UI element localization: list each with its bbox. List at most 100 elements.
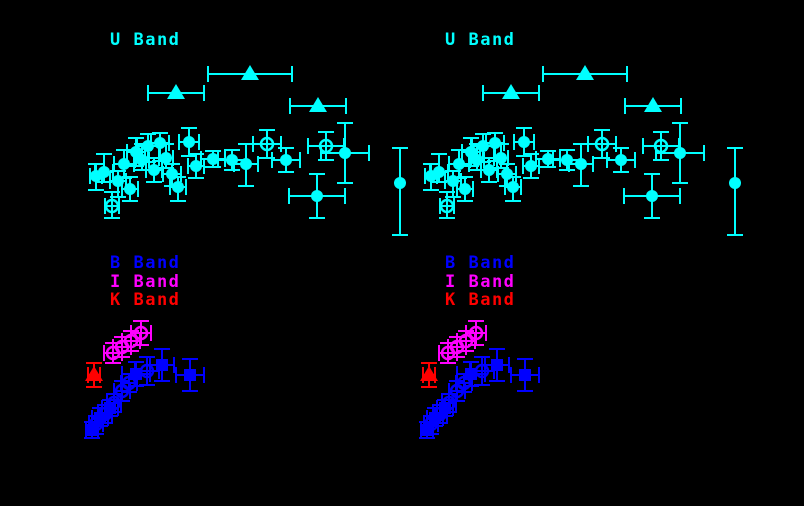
data-point — [568, 143, 594, 187]
data-point — [482, 84, 540, 101]
marker-filled-circle — [166, 168, 178, 180]
right-panel-b-band-label: B Band — [445, 253, 515, 273]
marker-filled-circle — [280, 154, 292, 166]
data-point — [271, 147, 301, 173]
marker-filled-square — [519, 369, 531, 381]
marker-filled-circle — [339, 147, 351, 159]
marker-filled-circle — [142, 140, 154, 152]
series-i-band — [103, 320, 152, 364]
marker-filled-circle — [542, 153, 554, 165]
marker-filled-circle — [311, 190, 323, 202]
marker-filled-circle — [501, 168, 513, 180]
data-point — [420, 362, 438, 388]
series-u-band — [88, 65, 408, 236]
marker-filled-circle — [646, 190, 658, 202]
marker-filled-circle — [118, 158, 130, 170]
data-point — [320, 122, 370, 184]
marker-open-circle — [468, 325, 484, 341]
data-point — [207, 65, 293, 82]
data-point — [288, 173, 346, 219]
data-point — [606, 147, 636, 173]
marker-filled-triangle — [420, 366, 438, 381]
marker-filled-circle — [124, 183, 136, 195]
data-point — [178, 127, 200, 157]
series-b-band — [84, 348, 205, 439]
marker-filled-circle — [495, 152, 507, 164]
data-point — [147, 84, 205, 101]
marker-filled-circle — [575, 158, 587, 170]
marker-filled-circle — [394, 177, 406, 189]
right-panel-u-band-label: U Band — [445, 30, 515, 50]
data-point — [392, 147, 408, 236]
data-series-layer — [84, 65, 743, 439]
marker-filled-circle — [525, 160, 537, 172]
marker-filled-square — [156, 359, 168, 371]
series-k-band — [85, 362, 103, 388]
marker-filled-triangle — [644, 97, 662, 112]
data-point — [465, 320, 487, 346]
marker-filled-triangle — [241, 65, 259, 80]
right-panel-k-band-label: K Band — [445, 290, 515, 310]
left-panel-u-band-label: U Band — [110, 30, 180, 50]
data-point — [456, 176, 474, 202]
data-point — [149, 348, 175, 382]
marker-filled-circle — [615, 154, 627, 166]
marker-open-circle — [259, 136, 275, 152]
marker-filled-circle — [207, 153, 219, 165]
marker-filled-triangle — [167, 84, 185, 99]
marker-open-circle — [133, 325, 149, 341]
data-point — [623, 173, 681, 219]
marker-open-circle — [439, 198, 455, 214]
marker-filled-triangle — [502, 84, 520, 99]
left-panel-b-band-label: B Band — [110, 253, 180, 273]
marker-filled-circle — [433, 166, 445, 178]
data-point — [587, 129, 617, 159]
data-point — [504, 176, 522, 202]
data-point — [727, 147, 743, 236]
data-point — [121, 176, 139, 202]
marker-filled-circle — [240, 158, 252, 170]
marker-open-circle — [474, 363, 490, 379]
left-panel — [84, 65, 408, 439]
data-point — [130, 320, 152, 346]
left-panel-i-band-label: I Band — [110, 272, 180, 292]
series-k-band — [420, 362, 438, 388]
data-point — [480, 157, 498, 183]
data-point — [655, 122, 705, 184]
marker-filled-circle — [507, 181, 519, 193]
marker-filled-circle — [483, 164, 495, 176]
marker-open-circle — [139, 363, 155, 379]
right-panel-i-band-label: I Band — [445, 272, 515, 292]
marker-filled-circle — [729, 177, 741, 189]
data-point — [542, 65, 628, 82]
marker-filled-circle — [160, 152, 172, 164]
series-u-band — [423, 65, 743, 236]
marker-filled-square — [184, 369, 196, 381]
data-point — [484, 348, 510, 382]
marker-filled-triangle — [85, 366, 103, 381]
left-panel-k-band-label: K Band — [110, 290, 180, 310]
marker-filled-triangle — [576, 65, 594, 80]
data-point — [175, 358, 205, 392]
marker-filled-circle — [518, 136, 530, 148]
series-b-band — [419, 348, 540, 439]
marker-filled-circle — [190, 160, 202, 172]
data-point — [510, 358, 540, 392]
marker-filled-circle — [183, 136, 195, 148]
series-i-band — [438, 320, 487, 364]
marker-filled-square — [491, 359, 503, 371]
data-point — [429, 153, 449, 183]
data-point — [233, 143, 259, 187]
marker-open-circle — [104, 198, 120, 214]
marker-filled-circle — [172, 181, 184, 193]
data-point — [252, 129, 282, 159]
right-panel — [419, 65, 743, 439]
marker-filled-circle — [453, 158, 465, 170]
data-point — [513, 127, 535, 157]
